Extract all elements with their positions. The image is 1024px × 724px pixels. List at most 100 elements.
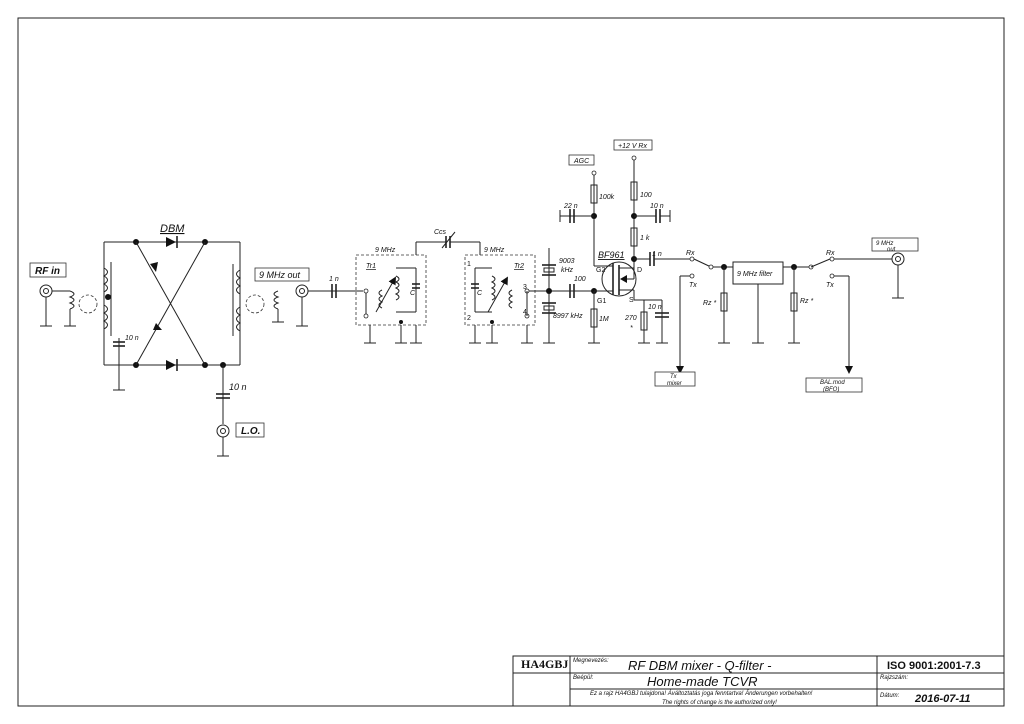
- out-link-coil: [273, 290, 280, 310]
- supply-group: +12 V Rx 100 10 n 1 k 1 n: [613, 139, 692, 279]
- tr2-pin3-label: 3: [523, 284, 527, 291]
- tr1-primary-coil: [378, 289, 384, 309]
- tr1-pin-in: [363, 288, 369, 294]
- tr2-shield: [464, 254, 536, 326]
- bal-mod-label-b: (BFO): [823, 387, 839, 393]
- source-group: 270 * 10 n: [624, 290, 669, 344]
- xtal-bottom-label: 8997 kHz: [553, 313, 583, 320]
- dbm-output-core: [245, 294, 265, 314]
- lo-label-box: [235, 422, 265, 438]
- out-left-connector: [295, 284, 309, 298]
- right-trafo-secondary-a: [236, 269, 242, 295]
- tr2-cap-label: C: [477, 290, 483, 297]
- fet-body: [601, 261, 637, 297]
- tb-standard: ISO 9001:2001-7.3: [887, 660, 981, 672]
- lo-label: L.O.: [241, 426, 260, 437]
- diode-bottom: [166, 360, 176, 370]
- sheet-border: [17, 17, 1005, 707]
- xtal-top-label-b: kHz: [561, 267, 574, 274]
- tr2-freq: 9 MHz: [484, 247, 505, 254]
- diode-cross-a: [150, 262, 158, 272]
- fet-label: BF961: [598, 250, 625, 260]
- dbm-mixer: DBM 10 n: [78, 223, 265, 391]
- tr1-ground-node: [399, 320, 403, 324]
- xtal-top-label-a: 9003: [559, 258, 575, 265]
- tr2-pin2-label: 2: [467, 315, 471, 322]
- sw2-tx-label: Tx: [826, 282, 834, 289]
- sw1-rx-contact: [689, 256, 695, 262]
- tx-mixer-box: [654, 371, 696, 387]
- tr2-tuning-arrow: [487, 276, 508, 313]
- tr1-group: 9 MHz Tr1 C: [355, 247, 427, 344]
- tb-author: HA4GBJ: [521, 657, 568, 671]
- g2-label: G2: [596, 267, 605, 274]
- sw1-tx-label: Tx: [689, 282, 697, 289]
- tr2-group: 9 MHz Tr2 1 2 3 4 C: [464, 247, 594, 344]
- r-270: [640, 311, 648, 331]
- rz-a: [720, 292, 728, 312]
- sw2-blade: [810, 258, 831, 268]
- tb-copyright: Ez a rajz HA4GBJ tulajdona! Áváltoztatás…: [590, 690, 813, 697]
- cap-source-label: 10 n: [648, 304, 662, 311]
- pin-d-label: D: [637, 267, 642, 274]
- r-100k: [590, 184, 598, 204]
- out-left-label: 9 MHz out: [259, 270, 301, 280]
- tr1-pin-gnd: [363, 313, 369, 319]
- rz-b: [790, 292, 798, 312]
- tr1-label: Tr1: [366, 263, 376, 270]
- agc-terminal: [591, 170, 597, 176]
- mixer-output-group: 9 MHz out 1 n: [254, 267, 363, 327]
- rf-in-group: RF in: [29, 262, 76, 327]
- cap-supply-label: 10 n: [650, 203, 664, 210]
- ccs-label: Ccs: [434, 229, 447, 236]
- supply-label: +12 V Rx: [618, 143, 647, 150]
- supply-box: [613, 139, 653, 151]
- pin-s-label: S: [629, 297, 634, 304]
- sw1-rx-label: Rx: [686, 250, 695, 257]
- tx-mixer-label-a: Tx: [670, 374, 678, 380]
- crystal-group: 9003 kHz 8997 kHz 100: [542, 248, 586, 344]
- rz-a-label: Rz *: [703, 300, 717, 307]
- tb-name-label: Megnevezés:: [573, 658, 609, 664]
- lo-connector: [216, 424, 230, 438]
- left-trafo-primary-a: [102, 267, 108, 293]
- bal-mod-box: [805, 377, 863, 393]
- r-1m: [590, 308, 598, 328]
- lo-connector-core: [220, 428, 226, 434]
- xtal-node: [546, 288, 552, 294]
- rf-in-connector-core: [43, 288, 49, 294]
- rf-in-connector: [39, 284, 53, 298]
- dbm-input-core: [78, 294, 98, 314]
- tb-date-label: Dátum:: [880, 693, 900, 699]
- r-1m-label: 1M: [599, 316, 609, 323]
- bf961-group: BF961 D S: [598, 250, 642, 304]
- tr2-primary-coil: [490, 275, 496, 301]
- xtal-b-body: [543, 305, 555, 311]
- rf-in-label: RF in: [35, 266, 60, 277]
- tr1-cap-label: C: [410, 290, 416, 297]
- lo-cap-label: 10 n: [229, 382, 247, 392]
- bridge-cap-label: 10 n: [125, 335, 139, 342]
- out-right-connector: [891, 252, 905, 266]
- sw2-rx-label: Rx: [826, 250, 835, 257]
- title-block-frame: [512, 655, 1005, 707]
- xtal-a-body: [543, 267, 555, 273]
- tr1-secondary-coil: [394, 275, 400, 301]
- fet-arrow: [620, 275, 627, 283]
- sw2-rx-contact: [829, 256, 835, 262]
- r-100-label: 100: [640, 192, 652, 199]
- agc-group: AGC 100k 22 n G2: [559, 154, 615, 274]
- sw1-tx-contact: [689, 273, 695, 279]
- out-left-label-box: [254, 267, 310, 282]
- cap-100-label: 100: [574, 276, 586, 283]
- right-trafo-secondary-b: [236, 306, 242, 332]
- rf-in-link-coil: [68, 290, 75, 310]
- tr2-pin1-label: 1: [467, 261, 471, 268]
- r-270-label-b: *: [630, 325, 633, 332]
- left-trafo-center-tap: [105, 294, 111, 300]
- out-right-label-a: 9 MHz: [876, 241, 893, 247]
- r-100: [630, 181, 638, 201]
- sw2-tx-contact: [829, 273, 835, 279]
- tb-install-label: Beépül:: [573, 675, 594, 681]
- out-right-connector-core: [895, 256, 901, 262]
